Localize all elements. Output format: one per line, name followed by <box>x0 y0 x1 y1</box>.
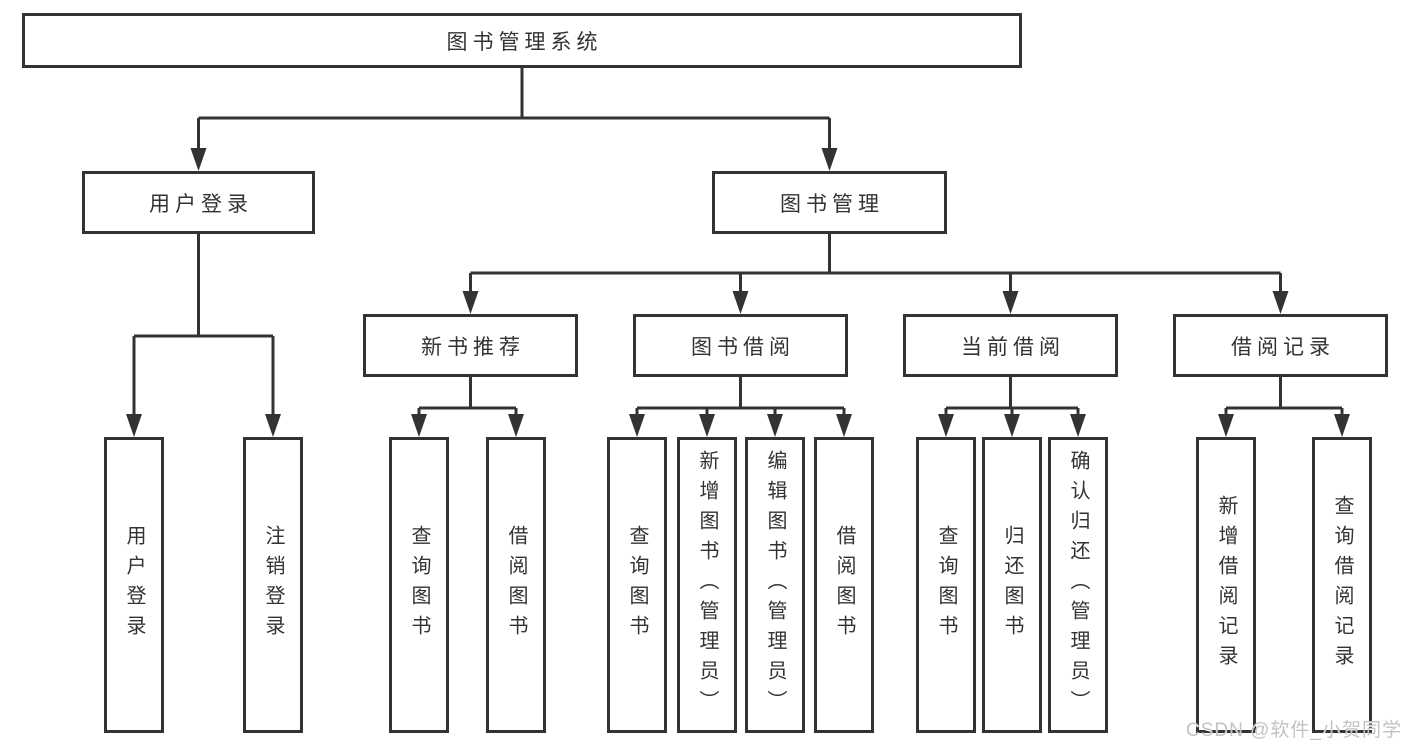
node-current-confirm-return-admin: 确认归还（管理员） <box>1048 437 1108 733</box>
node-records-query-record: 查询借阅记录 <box>1312 437 1372 733</box>
node-borrowing-records: 借阅记录 <box>1173 314 1388 377</box>
node-current-query-books: 查询图书 <box>916 437 976 733</box>
node-label: 借阅图书 <box>505 525 527 645</box>
node-book-management: 图书管理 <box>712 171 947 234</box>
node-newbook-query-books: 查询图书 <box>389 437 449 733</box>
node-records-add-record: 新增借阅记录 <box>1196 437 1256 733</box>
node-library-management-system: 图书管理系统 <box>22 13 1022 68</box>
node-current-return-books: 归还图书 <box>982 437 1042 733</box>
node-label: 注销登录 <box>262 525 284 645</box>
node-label: 查询图书 <box>626 525 648 645</box>
node-label: 图书借阅 <box>691 335 795 359</box>
node-user-login: 用户登录 <box>104 437 164 733</box>
node-new-book-recommendation: 新书推荐 <box>363 314 578 377</box>
node-label: 图书管理 <box>780 192 884 216</box>
node-user-login-group: 用户登录 <box>82 171 315 234</box>
csdn-watermark: CSDN @软件_小贺同学 <box>1186 720 1402 741</box>
node-label: 查询图书 <box>935 525 957 645</box>
node-label: 当前借阅 <box>961 335 1065 359</box>
node-label: 编辑图书（管理员） <box>764 450 786 720</box>
node-label: 借阅图书 <box>833 525 855 645</box>
node-borrow-add-books-admin: 新增图书（管理员） <box>677 437 737 733</box>
node-label: 确认归还（管理员） <box>1067 450 1089 720</box>
node-newbook-borrow-books: 借阅图书 <box>486 437 546 733</box>
node-label: 新增借阅记录 <box>1215 495 1237 675</box>
node-label: 图书管理系统 <box>446 30 603 54</box>
node-logout: 注销登录 <box>243 437 303 733</box>
node-borrow-borrow-books: 借阅图书 <box>814 437 874 733</box>
node-book-borrowing: 图书借阅 <box>633 314 848 377</box>
node-label: 新增图书（管理员） <box>696 450 718 720</box>
node-current-borrowing: 当前借阅 <box>903 314 1118 377</box>
node-label: 查询图书 <box>408 525 430 645</box>
node-label: 归还图书 <box>1001 525 1023 645</box>
node-label: 用户登录 <box>149 192 253 216</box>
node-borrow-query-books: 查询图书 <box>607 437 667 733</box>
node-label: 借阅记录 <box>1231 335 1335 359</box>
node-label: 新书推荐 <box>421 335 525 359</box>
node-label: 用户登录 <box>123 525 145 645</box>
node-borrow-edit-books-admin: 编辑图书（管理员） <box>745 437 805 733</box>
node-label: 查询借阅记录 <box>1331 495 1353 675</box>
